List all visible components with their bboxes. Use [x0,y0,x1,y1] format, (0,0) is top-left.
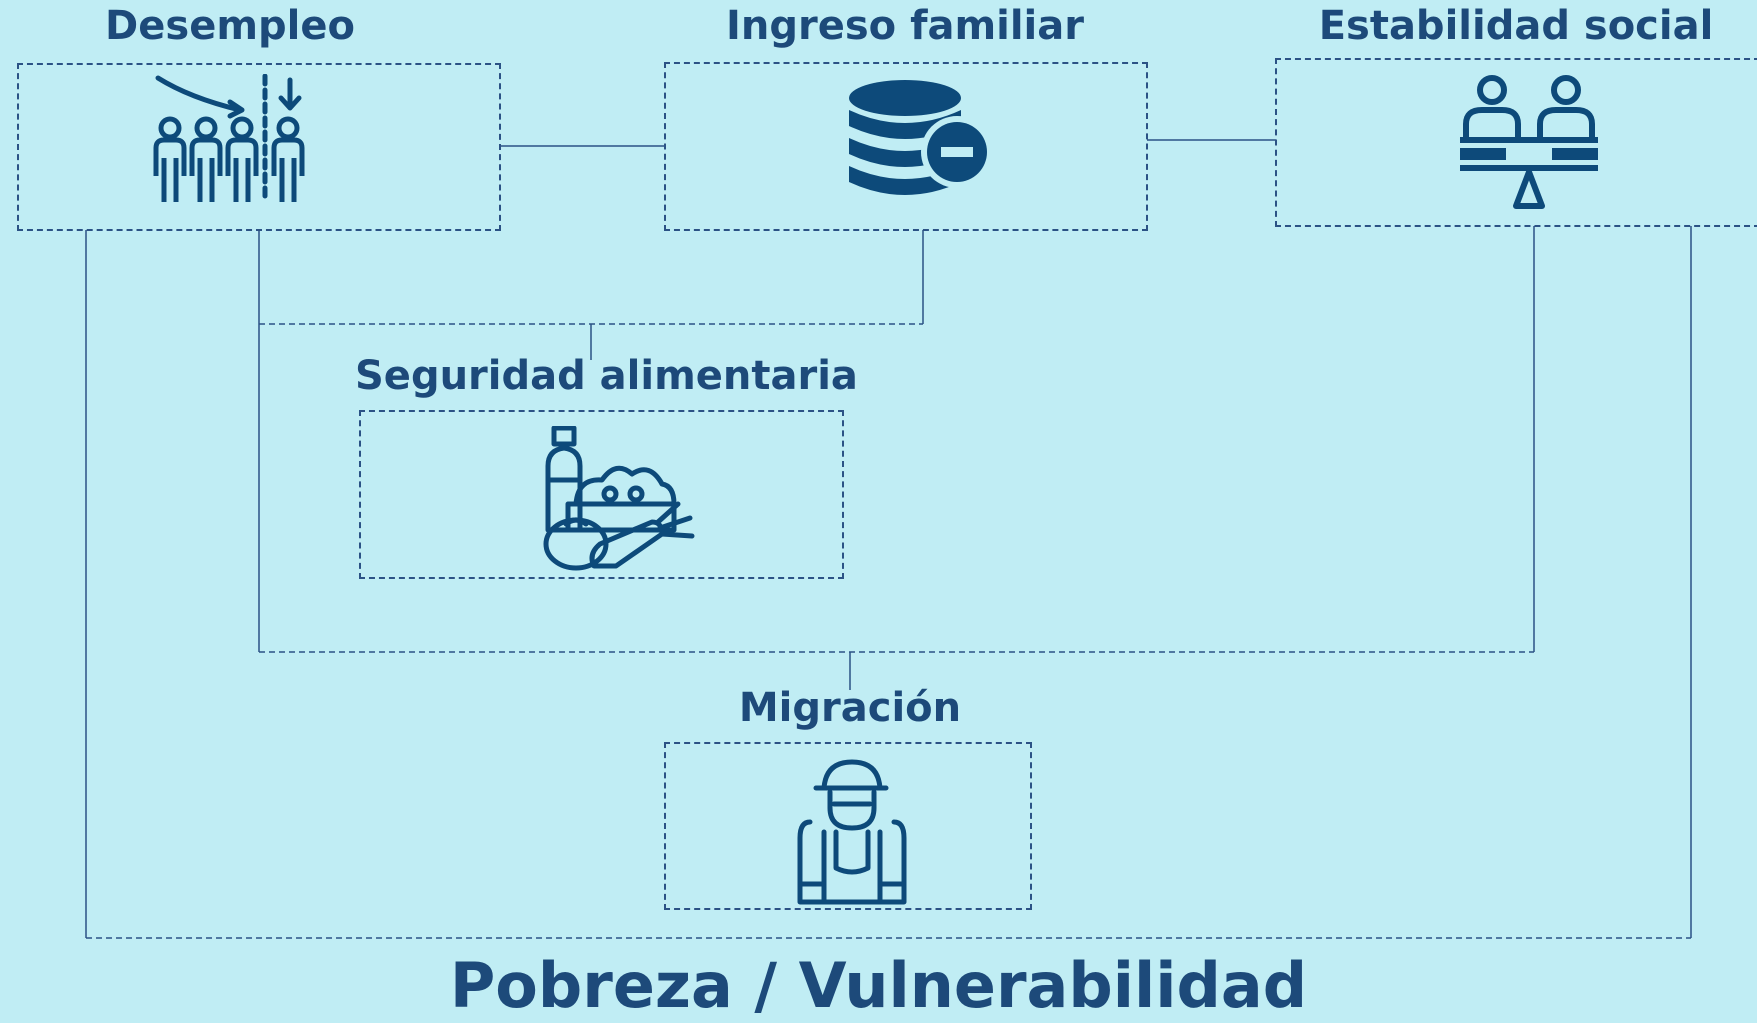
node-box-estabilidad [1275,58,1757,227]
node-box-migracion [664,742,1032,910]
groceries-icon [543,426,695,571]
node-box-desempleo [17,63,501,231]
node-label-estabilidad: Estabilidad social [1318,3,1714,49]
node-label-ingreso: Ingreso familiar [726,3,1084,49]
migrant-backpack-icon [797,759,907,905]
node-label-desempleo: Desempleo [105,3,355,49]
node-box-ingreso [664,62,1148,231]
node-label-seguridad: Seguridad alimentaria [355,353,858,399]
footer-title: Pobreza / Vulnerabilidad [449,949,1308,1022]
coins-minus-icon [849,80,993,195]
node-label-migracion: Migración [738,685,962,731]
node-box-seguridad [359,410,844,579]
unemployment-people-icon [153,74,305,204]
balance-people-icon [1460,75,1598,209]
